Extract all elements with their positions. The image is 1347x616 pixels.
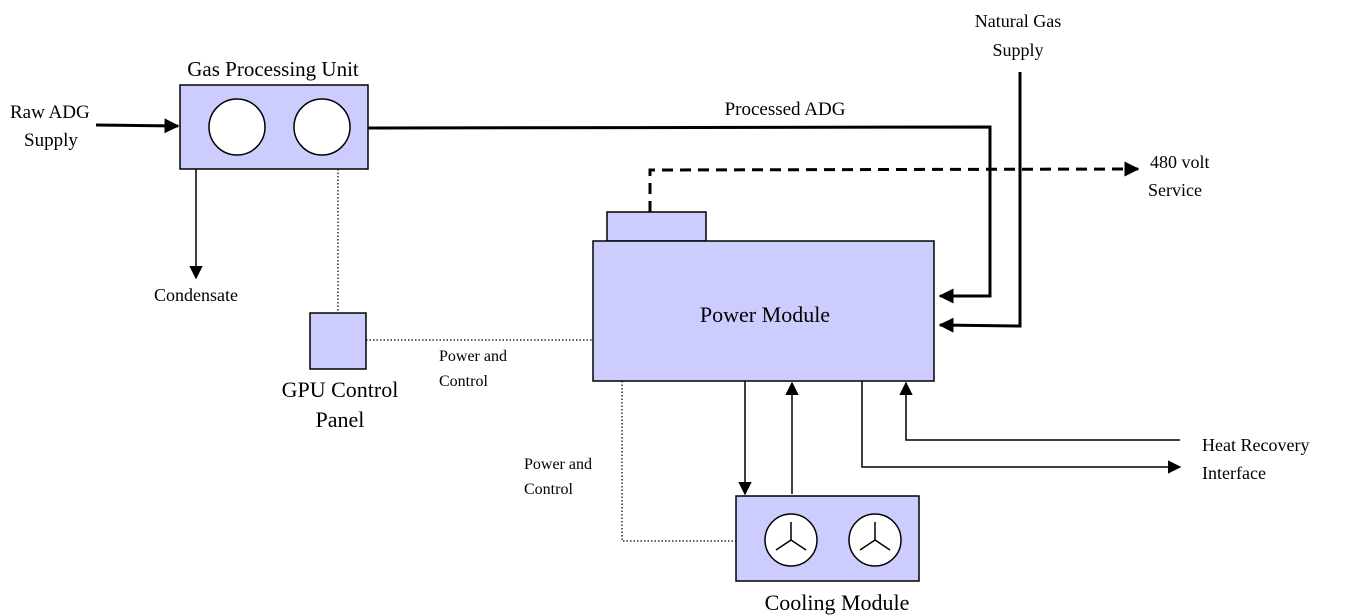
gpu-circle-left [208,98,266,156]
power-control-label-b-1: Power and [524,456,592,473]
power-control-label-a-2: Control [439,373,488,390]
service-label-2: Service [1148,180,1202,200]
heat-recovery-label-2: Interface [1202,463,1266,483]
gpu-control-panel-box [309,312,367,370]
heat-recovery-out-arrow [861,381,1182,474]
natural-gas-label-2: Supply [992,40,1043,60]
gas-processing-unit-label: Gas Processing Unit [187,57,359,81]
power-module-label: Power Module [700,302,830,327]
power-module-box [592,240,935,382]
processed-adg-label: Processed ADG [725,99,846,120]
gpu-circle-right [293,98,351,156]
condensate-label: Condensate [154,285,238,305]
gpu-control-panel-label-1: GPU Control [282,377,399,402]
processed-adg-line [367,125,992,304]
service-line [648,161,1140,212]
raw-adg-label-1: Raw ADG [10,102,90,123]
cooling-module-label: Cooling Module [765,590,910,615]
natural-gas-label-1: Natural Gas [975,11,1061,31]
fan-icon [764,513,818,567]
raw-adg-arrow [95,118,180,134]
raw-adg-label-2: Supply [24,130,78,151]
service-label-1: 480 volt [1150,152,1210,172]
gpu-control-panel-label-2: Panel [316,407,365,432]
natural-gas-line [938,72,1022,333]
power-module-top-box [606,211,707,242]
power-control-label-b-2: Control [524,481,573,498]
power-to-cooling-dotted [621,381,736,542]
fan-icon [848,513,902,567]
heat-recovery-in-arrow [899,381,1180,441]
power-control-label-a-1: Power and [439,348,507,365]
heat-recovery-label-1: Heat Recovery [1202,435,1309,455]
